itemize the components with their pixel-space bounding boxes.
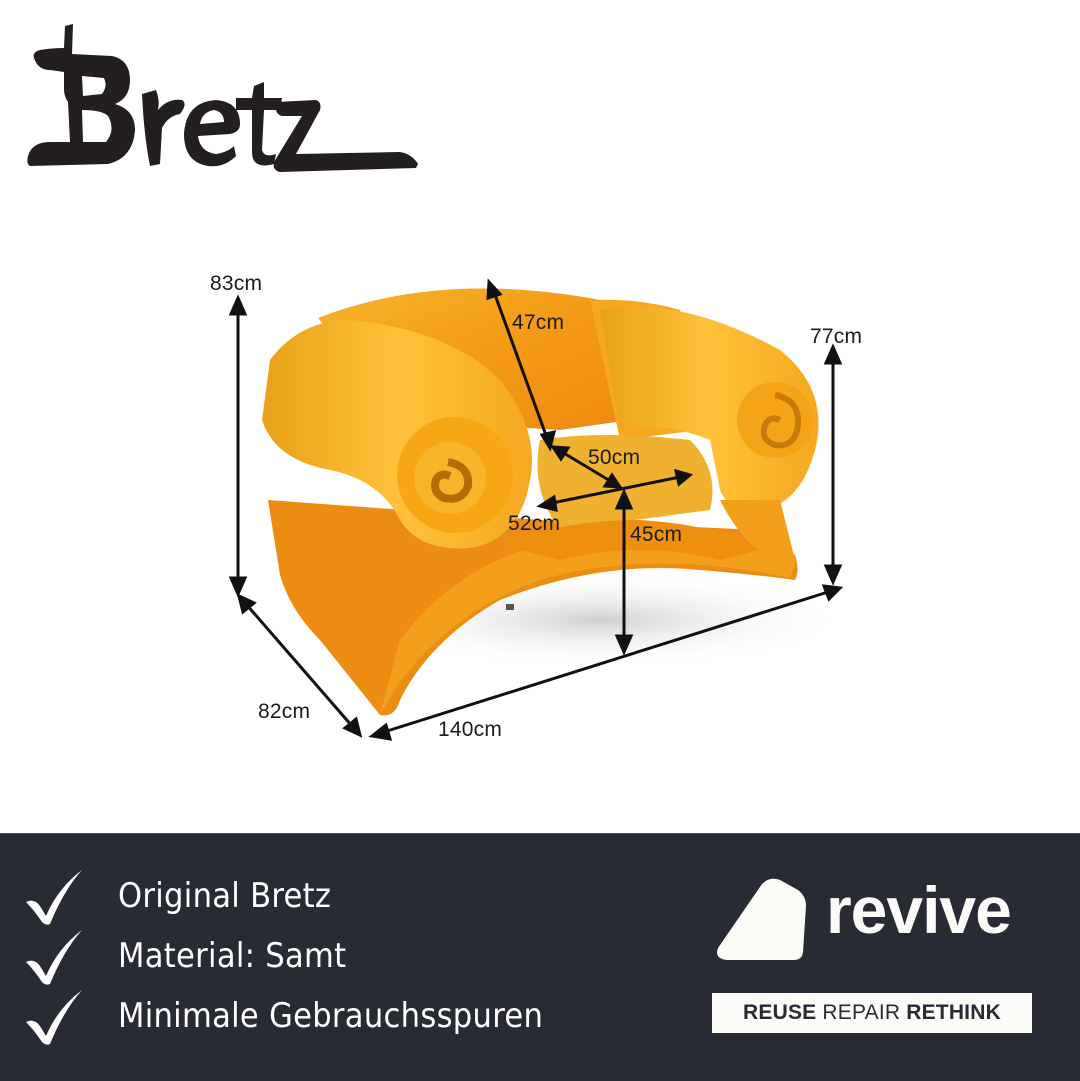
dimension-armrest-height: 77cm	[810, 325, 863, 348]
feature-text: Original Bretz	[118, 876, 332, 916]
feature-item-original: Original Bretz	[20, 866, 543, 926]
check-icon	[26, 870, 82, 925]
dimension-seat-depth: 50cm	[588, 446, 641, 469]
feature-text: Material: Samt	[118, 936, 347, 976]
revive-mark-icon	[717, 878, 806, 960]
tagline-rethink: RETHINK	[906, 1001, 1001, 1024]
tagline-repair: REPAIR	[822, 1001, 901, 1024]
revive-wordmark: revive	[826, 873, 1012, 947]
bretz-logo	[27, 24, 418, 172]
armchair-illustration	[228, 278, 850, 741]
feature-item-condition: Minimale Gebrauchsspuren	[20, 986, 543, 1046]
dimension-seat-height: 45cm	[630, 523, 683, 546]
dimension-total-height: 83cm	[210, 272, 263, 295]
feature-list: Original Bretz Material: Samt Minimale G…	[20, 866, 543, 1046]
info-panel: Original Bretz Material: Samt Minimale G…	[0, 833, 1080, 1081]
dimension-seat-width: 52cm	[508, 512, 561, 535]
check-icon	[26, 990, 82, 1045]
product-showcase: 83cm 77cm 47cm 50cm 52cm 45cm 82cm 140cm	[27, 24, 863, 741]
revive-tagline: REUSE REPAIR RETHINK	[712, 993, 1032, 1033]
feature-text: Minimale Gebrauchsspuren	[118, 996, 544, 1036]
dimension-depth: 82cm	[258, 700, 311, 723]
revive-logo: revive	[714, 873, 1034, 968]
feature-item-material: Material: Samt	[20, 926, 543, 986]
tagline-reuse: REUSE	[743, 1001, 817, 1024]
dimension-width: 140cm	[438, 718, 503, 741]
check-icon	[26, 930, 82, 985]
dimension-backrest-height: 47cm	[512, 311, 565, 334]
